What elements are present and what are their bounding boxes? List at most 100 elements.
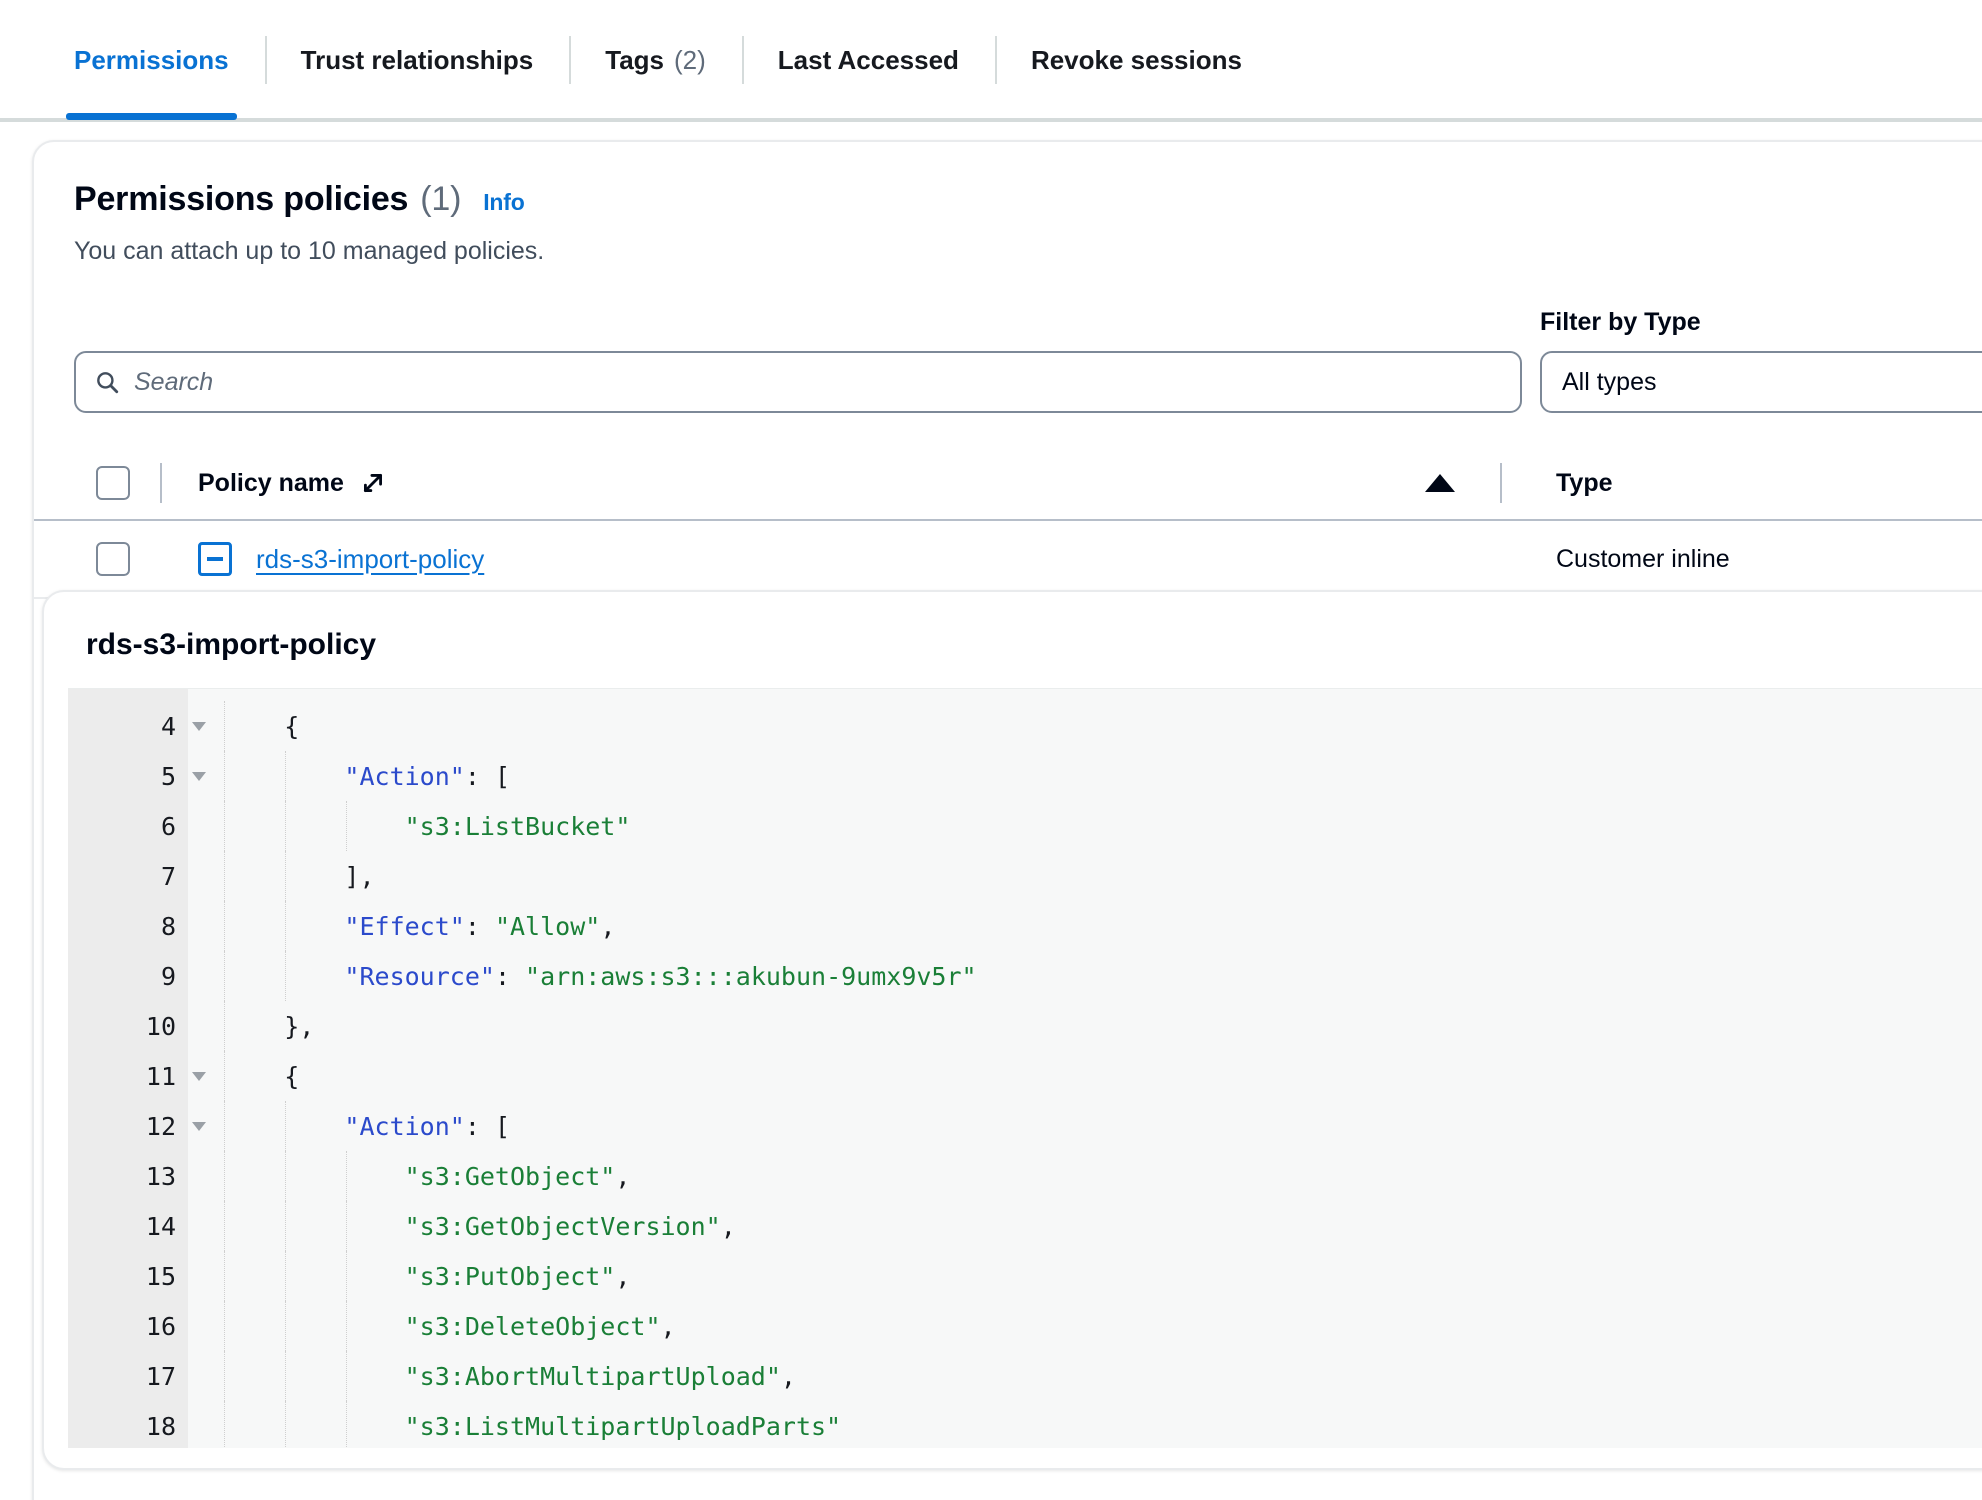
code-line: 16 "s3:DeleteObject", (68, 1301, 1982, 1351)
info-link[interactable]: Info (483, 189, 525, 215)
code-tokens: "s3:GetObjectVersion", (224, 1212, 736, 1241)
policy-json-lines: 3"Statement": [4 {5 "Action": [6 "s3:Lis… (68, 689, 1982, 1448)
tab-last-accessed[interactable]: Last Accessed (741, 0, 995, 120)
search-placeholder: Search (134, 367, 214, 396)
line-number: 18 (68, 1401, 188, 1448)
code-token-str: "s3:DeleteObject" (404, 1311, 661, 1341)
tab-label: Trust relationships (300, 44, 534, 75)
tab-bar-baseline (0, 118, 1982, 120)
policies-table: Policy name Type (34, 447, 1982, 599)
code-fold-arrow-icon[interactable] (192, 1122, 206, 1131)
code-line-content: "Action": [ (188, 1101, 1982, 1151)
code-token-str: "s3:ListBucket" (404, 811, 631, 841)
sort-ascending-icon[interactable] (1425, 474, 1455, 492)
policy-count: (1) (420, 180, 462, 218)
code-line-content: }, (188, 1001, 1982, 1051)
tab-trust-relationships[interactable]: Trust relationships (264, 0, 570, 120)
code-tokens: "Action": [ (224, 1112, 510, 1141)
line-number: 5 (68, 751, 206, 801)
header-divider-2 (1500, 463, 1502, 503)
tab-label: Revoke sessions (1030, 44, 1242, 75)
code-line-content: { (188, 701, 1982, 751)
code-line: 8 "Effect": "Allow", (68, 901, 1982, 951)
code-token-punc: : [ (464, 1111, 510, 1141)
column-header-type[interactable]: Type (1520, 469, 1982, 498)
code-token-punc: , (660, 1311, 676, 1341)
line-number: 10 (68, 1001, 188, 1051)
tab-permissions[interactable]: Permissions (38, 0, 265, 120)
code-token-punc: : (494, 961, 526, 991)
line-number: 15 (68, 1251, 188, 1301)
code-line-content: "s3:GetObject", (188, 1151, 1982, 1201)
code-fold-arrow-icon[interactable] (192, 722, 206, 731)
code-tokens: "Resource": "arn:aws:s3:::akubun-9umx9v5… (224, 961, 977, 991)
indent-guides (188, 701, 1982, 751)
tab-divider (264, 36, 267, 84)
tab-tags[interactable]: Tags(2) (569, 0, 742, 120)
policy-json-editor[interactable]: 3"Statement": [4 {5 "Action": [6 "s3:Lis… (68, 688, 1982, 1448)
select-all-cell (74, 466, 160, 500)
code-line-content: "Statement": [ (188, 689, 1982, 701)
line-number: 4 (68, 701, 206, 751)
code-line: 10 }, (68, 1001, 1982, 1051)
line-number: 8 (68, 901, 188, 951)
code-fold-arrow-icon[interactable] (192, 772, 206, 781)
expanded-policy-panel: rds-s3-import-policy 3"Statement": [4 {5… (42, 590, 1982, 1470)
tab-label: Permissions (74, 44, 229, 75)
code-tokens: ], (224, 862, 374, 891)
line-number: 9 (68, 951, 188, 1001)
code-token-key: "Action" (344, 761, 465, 791)
code-token-punc: : [ (464, 761, 510, 791)
line-number: 11 (68, 1051, 206, 1101)
column-header-policy-name-label: Policy name (198, 468, 344, 497)
type-filter-label: Filter by Type (1540, 308, 1701, 336)
type-filter-select[interactable]: All types (1540, 351, 1982, 413)
code-tokens: "Action": [ (224, 762, 510, 791)
code-line-content: ], (188, 851, 1982, 901)
code-line: 15 "s3:PutObject", (68, 1251, 1982, 1301)
code-token-punc: , (615, 1161, 631, 1191)
policy-name-link[interactable]: rds-s3-import-policy (256, 543, 485, 574)
tab-divider (569, 36, 572, 84)
code-token-str: "Allow" (494, 911, 601, 941)
tab-count: (2) (674, 44, 706, 75)
indent-guides (188, 689, 1982, 701)
column-header-type-label: Type (1556, 468, 1613, 497)
tab-revoke-sessions[interactable]: Revoke sessions (994, 0, 1278, 120)
code-token-key: "Effect" (344, 911, 465, 941)
code-line-content: "s3:GetObjectVersion", (188, 1201, 1982, 1251)
code-line: 6 "s3:ListBucket" (68, 801, 1982, 851)
line-number: 3 (68, 689, 188, 701)
code-fold-arrow-icon[interactable] (192, 1072, 206, 1081)
row-policy-type: Customer inline (1556, 544, 1730, 573)
sort-indicator-cell[interactable] (1380, 474, 1500, 492)
search-wrap: Search (74, 351, 1522, 413)
code-token-str: "s3:GetObjectVersion" (404, 1211, 721, 1241)
code-token-str: "s3:GetObject" (404, 1161, 616, 1191)
column-header-policy-name[interactable]: Policy name (180, 469, 1380, 498)
collapse-row-icon[interactable] (198, 542, 232, 576)
code-line: 18 "s3:ListMultipartUploadParts" (68, 1401, 1982, 1448)
row-select-checkbox[interactable] (96, 542, 130, 576)
code-token-punc: : [ (390, 689, 435, 691)
code-token-str: "arn:aws:s3:::akubun-9umx9v5r" (525, 961, 977, 991)
code-token-str: "s3:AbortMultipartUpload" (404, 1361, 781, 1391)
row-divider-1 (160, 539, 162, 579)
page-title-text: Permissions policies (74, 180, 409, 218)
code-line: 14 "s3:GetObjectVersion", (68, 1201, 1982, 1251)
code-line: 13 "s3:GetObject", (68, 1151, 1982, 1201)
code-token-punc: }, (284, 1011, 315, 1041)
indent-guides (188, 1001, 1982, 1051)
code-tokens: "s3:DeleteObject", (224, 1312, 676, 1341)
line-number: 6 (68, 801, 188, 851)
type-filter-group: Filter by Type All types (1540, 308, 1982, 413)
page-title: Permissions policies (1) Info (74, 180, 1982, 219)
select-all-checkbox[interactable] (96, 466, 130, 500)
row-policy-name-cell: rds-s3-import-policy (180, 542, 1380, 576)
search-icon (97, 372, 119, 394)
code-token-punc: : (464, 911, 495, 941)
code-tokens: { (224, 1062, 299, 1091)
search-input[interactable]: Search (74, 351, 1522, 413)
code-token-punc: { (284, 1061, 300, 1091)
